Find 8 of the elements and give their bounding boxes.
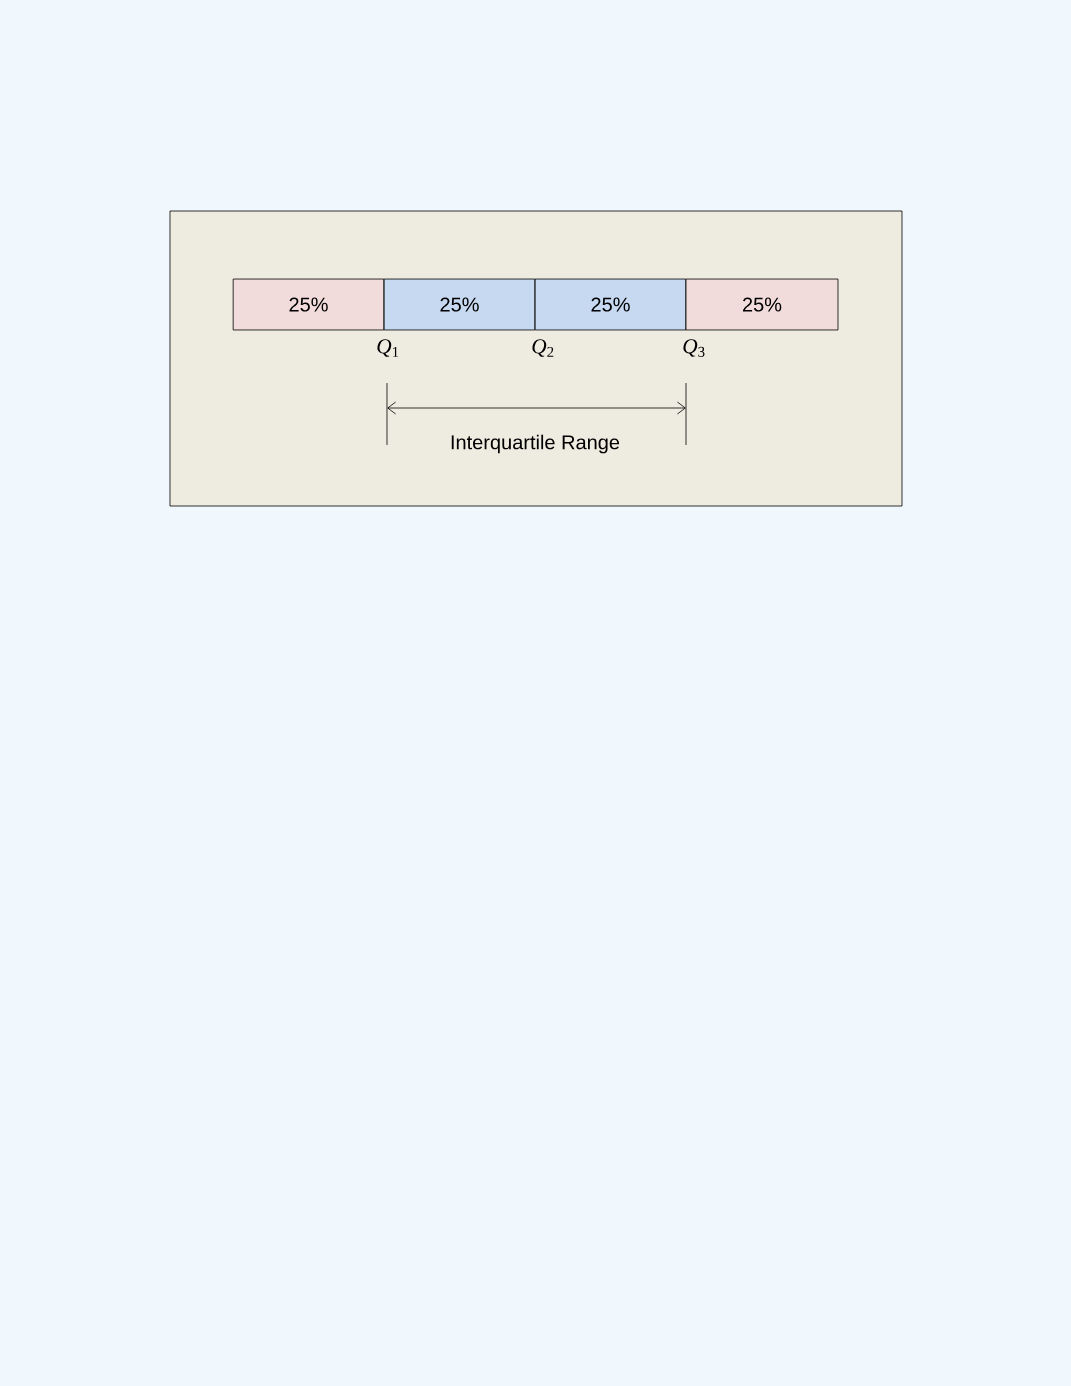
dimension-label: Interquartile Range <box>451 434 620 454</box>
segment-box: 25% <box>685 278 839 331</box>
quartile-label: Q$_{2}$ <box>532 339 554 357</box>
segment-box: 25% <box>232 278 385 331</box>
segment-box: 25% <box>534 278 687 331</box>
quartile-label: Q$_{1}$ <box>377 339 399 357</box>
segment-box: 25% <box>383 278 536 331</box>
quartile-label: Q$_{3}$ <box>683 339 705 357</box>
